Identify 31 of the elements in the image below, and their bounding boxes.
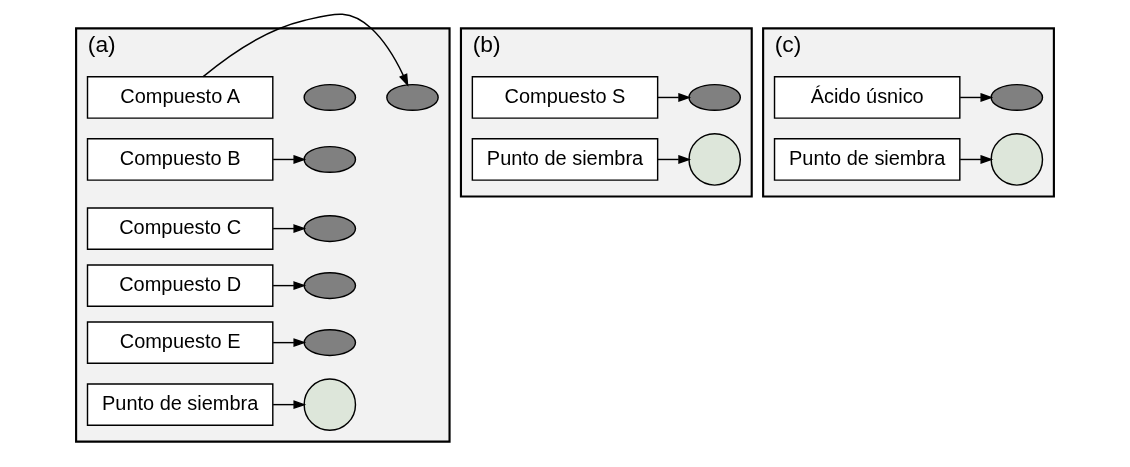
node-ellipse [303,272,357,300]
arrow [959,154,994,164]
node-box: Compuesto E [86,321,274,364]
node-ellipse [990,83,1044,111]
node-box: Ácido úsnico [773,76,961,119]
node-box: Punto de siembra [773,138,961,181]
node-box: Compuesto B [86,138,274,181]
node-circle [990,133,1044,186]
node-box: Punto de siembra [86,383,274,426]
node-box: Punto de siembra [471,138,659,181]
node-circle [303,378,357,431]
node-box: Compuesto C [86,207,274,250]
node-ellipse [386,83,439,111]
node-ellipse [303,329,357,357]
node-box: Compuesto A [86,76,274,119]
arrow [272,400,307,410]
node-circle [688,133,742,186]
node-ellipse [303,215,357,243]
arrow [272,281,307,291]
arrow [657,92,692,102]
node-box: Compuesto S [471,76,659,119]
arrow [272,224,307,234]
node-box: Compuesto D [86,264,274,307]
arrow [959,92,994,102]
arrow [272,154,307,164]
arrow [657,154,692,164]
arrow [272,338,307,348]
arrow [202,13,409,87]
node-ellipse [688,83,742,111]
node-ellipse [303,145,357,173]
node-ellipse [303,83,357,111]
